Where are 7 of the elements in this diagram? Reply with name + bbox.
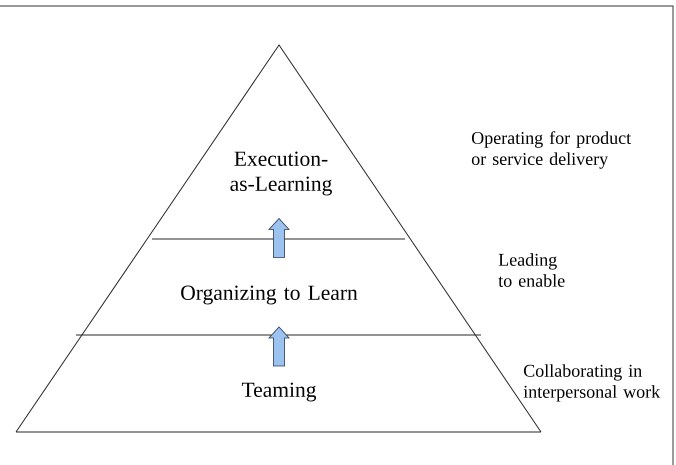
side-caption: Operating for product or service delivery	[472, 131, 632, 169]
block-arrow	[268, 326, 290, 366]
pyramid-tier: Execution- as-Learning	[146, 44, 411, 240]
block-arrow	[268, 218, 290, 258]
side-caption: Leading to enable	[498, 253, 565, 287]
side-caption: Collaborating in interpersonal work	[524, 364, 660, 402]
pyramid-tier: Organizing to Learn	[76, 238, 482, 336]
